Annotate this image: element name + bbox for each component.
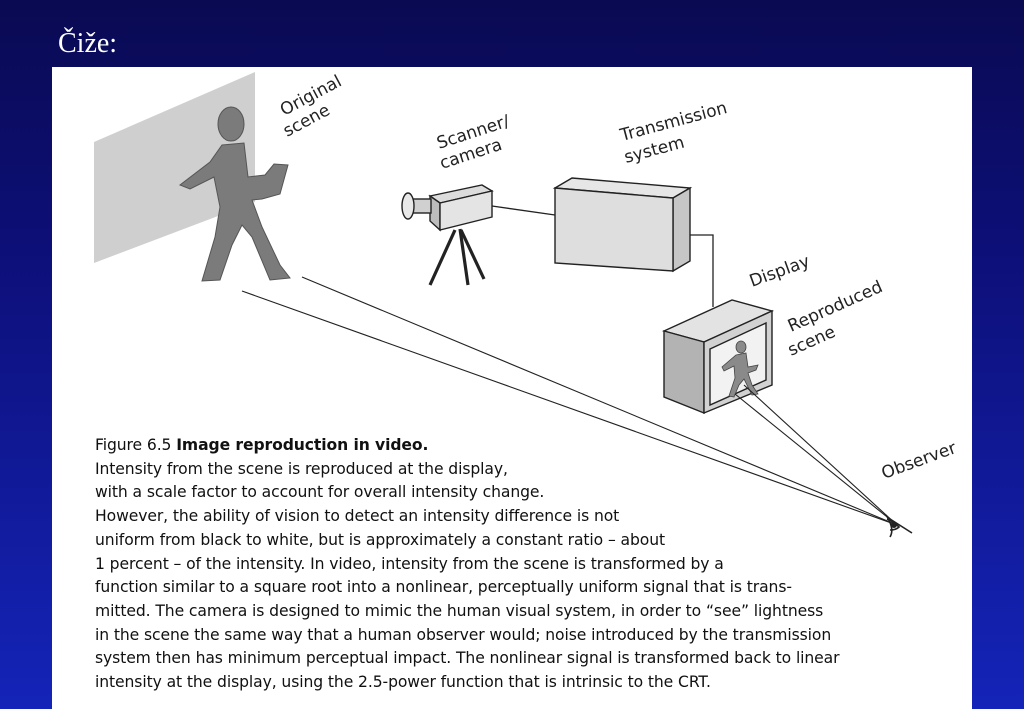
- display-cable: [690, 234, 714, 307]
- original-scene-person-figure: [178, 106, 291, 282]
- slide-title: Čiže:: [58, 28, 118, 59]
- transmission-system-box: [552, 177, 693, 273]
- sight-line-lower: [241, 290, 898, 526]
- label-display: Display: [747, 251, 813, 291]
- caption-heading: Figure 6.5 Image reproduction in video.: [95, 434, 965, 458]
- caption-line: intensity at the display, using the 2.5-…: [95, 673, 711, 692]
- camera-cable: [491, 205, 556, 216]
- caption-line: with a scale factor to account for overa…: [95, 483, 545, 502]
- caption-line: uniform from black to white, but is appr…: [95, 530, 666, 549]
- sight-line-upper: [301, 276, 898, 526]
- caption-line: However, the ability of vision to detect…: [95, 507, 620, 526]
- display-sight-line-lower: [734, 393, 898, 526]
- caption-line: Intensity from the scene is reproduced a…: [95, 459, 508, 478]
- caption-line: in the scene the same way that a human o…: [95, 625, 832, 644]
- display-sight-line-upper: [743, 384, 898, 526]
- camera-icon: [401, 184, 494, 286]
- caption-title: Image reproduction in video.: [176, 436, 429, 454]
- observer-eye-icon: [885, 514, 913, 538]
- caption-line: system then has minimum perceptual impac…: [95, 649, 840, 668]
- label-reproduced: Reproduced: [785, 277, 886, 337]
- caption-line: 1 percent – of the intensity. In video, …: [95, 554, 724, 573]
- reproduced-scene-person-figure: [721, 340, 759, 398]
- caption-line: mitted. The camera is designed to mimic …: [95, 601, 824, 620]
- figure-panel: Original scene Scanner/ camera Transmiss…: [52, 67, 972, 709]
- video-reproduction-diagram: Original scene Scanner/ camera Transmiss…: [94, 72, 959, 538]
- original-scene-wall: [94, 72, 255, 263]
- caption-number: Figure 6.5: [95, 436, 177, 454]
- figure-caption: Figure 6.5 Image reproduction in video. …: [95, 434, 965, 695]
- caption-line: function similar to a square root into a…: [95, 578, 792, 597]
